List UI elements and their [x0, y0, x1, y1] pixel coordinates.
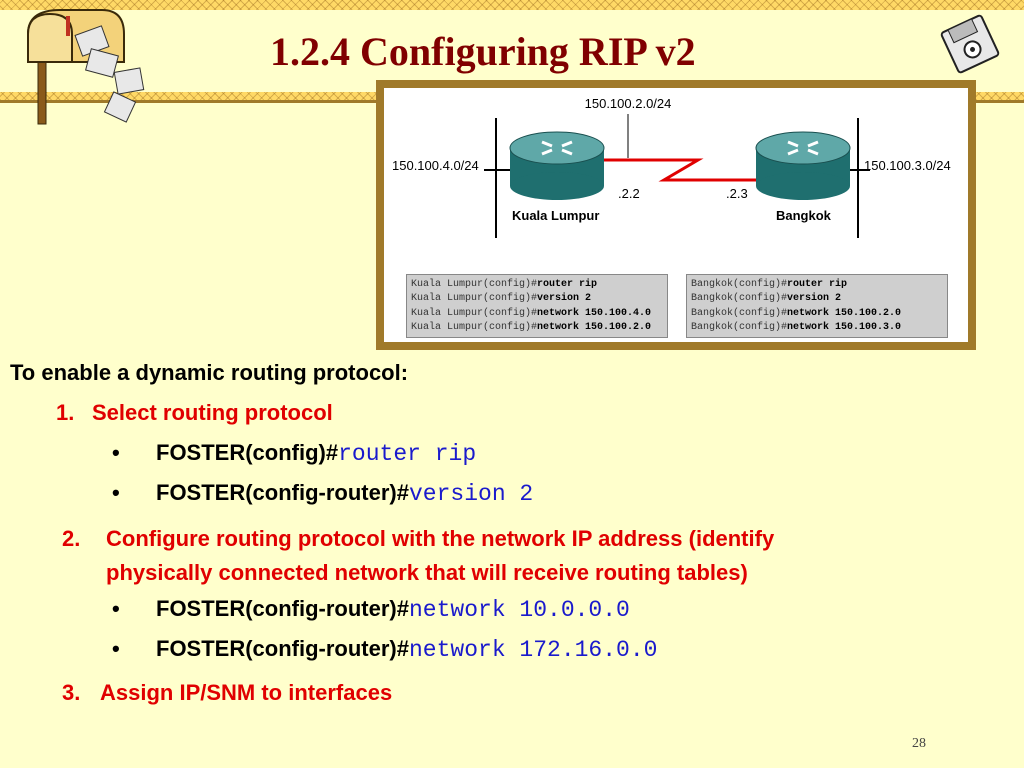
- bullet-glyph: •: [112, 480, 120, 505]
- bullet-prompt: FOSTER(config-router)#: [156, 636, 409, 661]
- intro-text: To enable a dynamic routing protocol:: [10, 360, 409, 385]
- step-text: Select routing protocol: [92, 400, 333, 425]
- network-diagram-frame: 150.100.2.0/24 150.100.4.0/24 150.100.3.…: [376, 80, 976, 350]
- config-line: Kuala Lumpur(config)#network 150.100.2.0: [411, 322, 652, 334]
- serial-network-label: 150.100.2.0/24: [585, 96, 672, 111]
- config-line: Kuala Lumpur(config)#router rip: [411, 279, 598, 290]
- bullet-glyph: •: [112, 636, 120, 661]
- config-box-left: Kuala Lumpur(config)#router rip Kuala Lu…: [406, 274, 668, 338]
- step-number: 3.: [62, 680, 81, 705]
- page-number: 28: [912, 736, 926, 751]
- step-text-line-1: Configure routing protocol with the netw…: [106, 526, 775, 551]
- config-line: Kuala Lumpur(config)#network 150.100.4.0: [411, 307, 652, 319]
- left-interface-label: .2.2: [618, 186, 640, 201]
- right-network-label: 150.100.3.0/24: [864, 158, 951, 173]
- config-line: Bangkok(config)#network 150.100.2.0: [691, 307, 902, 319]
- bullet-prompt: FOSTER(config)#: [156, 440, 339, 465]
- bullet-command: network 172.16.0.0: [409, 637, 658, 663]
- bullet-glyph: •: [112, 440, 120, 465]
- router-left-label: Kuala Lumpur: [512, 208, 599, 223]
- router-right-label: Bangkok: [776, 208, 832, 223]
- slide-title: 1.2.4 Configuring RIP v2: [270, 29, 696, 74]
- config-line: Bangkok(config)#version 2: [691, 293, 842, 305]
- step-number: 2.: [62, 526, 81, 551]
- bullet-item: • FOSTER(config-router)#version 2: [112, 480, 533, 507]
- config-line: Bangkok(config)#network 150.100.3.0: [691, 322, 902, 334]
- network-diagram: 150.100.2.0/24 150.100.4.0/24 150.100.3.…: [384, 88, 968, 342]
- config-box-right: Bangkok(config)#router rip Bangkok(confi…: [686, 274, 948, 338]
- right-interface-label: .2.3: [726, 186, 748, 201]
- bullet-item: • FOSTER(config-router)#network 172.16.0.…: [112, 636, 657, 663]
- step-3: 3. Assign IP/SNM to interfaces: [62, 680, 392, 706]
- step-1: 1. Select routing protocol: [56, 400, 333, 426]
- network-topology: 150.100.2.0/24 150.100.4.0/24 150.100.3.…: [392, 96, 951, 238]
- serial-link: [598, 158, 764, 182]
- router-right-icon: [755, 131, 851, 200]
- bullet-glyph: •: [112, 596, 120, 621]
- bullet-item: • FOSTER(config)#router rip: [112, 440, 476, 467]
- step-number: 1.: [56, 400, 75, 425]
- bullet-prompt: FOSTER(config-router)#: [156, 596, 409, 621]
- bullet-prompt: FOSTER(config-router)#: [156, 480, 409, 505]
- step-2: 2. Configure routing protocol with the ne…: [62, 522, 774, 590]
- step-text: Assign IP/SNM to interfaces: [100, 680, 393, 705]
- config-line: Bangkok(config)#router rip: [691, 279, 848, 290]
- step-text-line-2: physically connected network that will r…: [106, 560, 748, 585]
- floppy-disk-icon: [940, 14, 1000, 74]
- router-left-icon: [509, 131, 605, 200]
- header-band: [0, 0, 1024, 100]
- bullet-command: network 10.0.0.0: [409, 597, 630, 623]
- bullet-item: • FOSTER(config-router)#network 10.0.0.0: [112, 596, 630, 623]
- config-line: Kuala Lumpur(config)#version 2: [411, 293, 592, 305]
- mailbox-icon: [27, 9, 145, 125]
- header-band-inner: [0, 10, 1024, 92]
- left-network-label: 150.100.4.0/24: [392, 158, 479, 173]
- bullet-command: version 2: [409, 481, 534, 507]
- bullet-command: router rip: [338, 441, 477, 467]
